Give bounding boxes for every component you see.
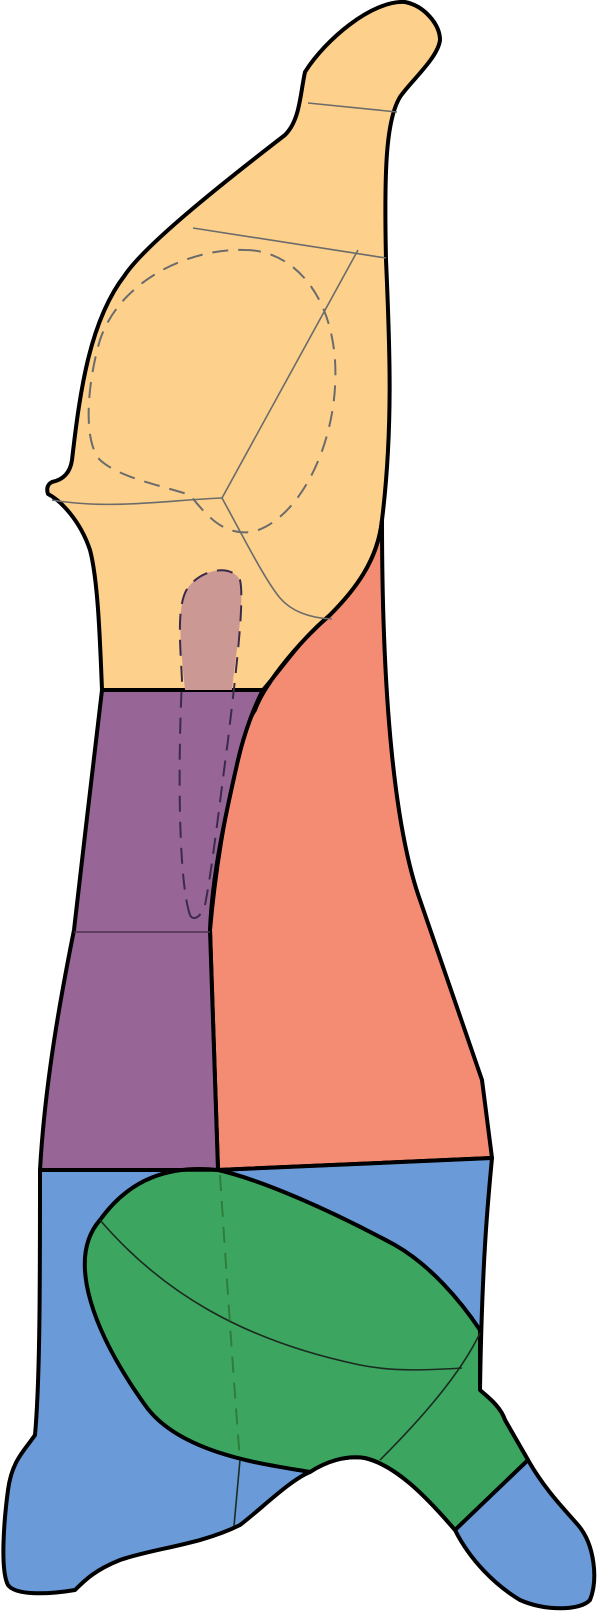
top-section xyxy=(45,0,442,692)
shoulder-line xyxy=(192,227,387,259)
overlay-dashed-outline xyxy=(178,569,243,919)
lower-curve-line xyxy=(221,497,333,620)
green-curve-line xyxy=(99,1219,463,1371)
boundary-yellow-salmon xyxy=(261,518,384,692)
horizontal-line xyxy=(51,497,223,506)
bottom-inner-section xyxy=(83,1167,530,1532)
top-subdivision-lines xyxy=(51,102,398,620)
diagonal-line xyxy=(221,249,359,499)
boundary-purple-salmon xyxy=(208,688,265,1172)
top-dashed-oval xyxy=(87,248,337,534)
neck-line xyxy=(307,102,398,113)
inner-overlay-section xyxy=(180,570,242,690)
green-dashed-line xyxy=(219,1174,241,1461)
boundary-middle-bottom xyxy=(38,1156,494,1172)
green-subdivision-lines xyxy=(99,1219,481,1527)
boundary-green-blue-right xyxy=(453,1458,530,1532)
green-diagonal-line xyxy=(379,1332,481,1461)
blue-divider-line xyxy=(233,1459,241,1527)
